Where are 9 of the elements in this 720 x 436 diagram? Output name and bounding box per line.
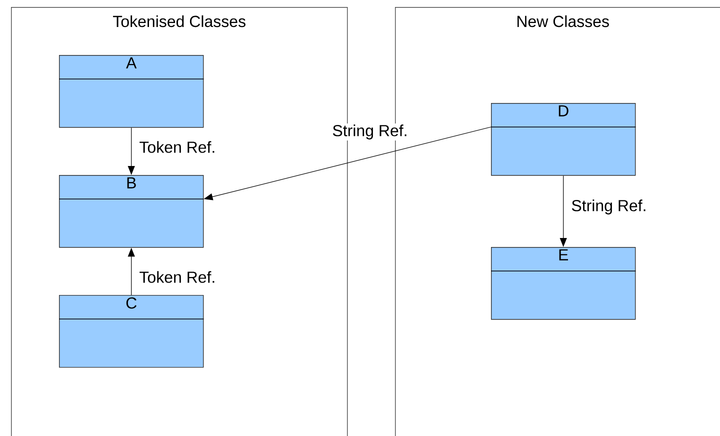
edge-label: String Ref.: [570, 198, 648, 216]
class-box: B: [58, 175, 204, 248]
class-box: E: [490, 247, 636, 320]
class-box: A: [58, 55, 204, 128]
edge-label: Token Ref.: [138, 140, 217, 154]
class-box: C: [58, 294, 204, 368]
class-box: D: [490, 103, 636, 176]
edge-label: Token Ref.: [138, 270, 217, 284]
edge-label: String Ref.: [331, 124, 409, 140]
